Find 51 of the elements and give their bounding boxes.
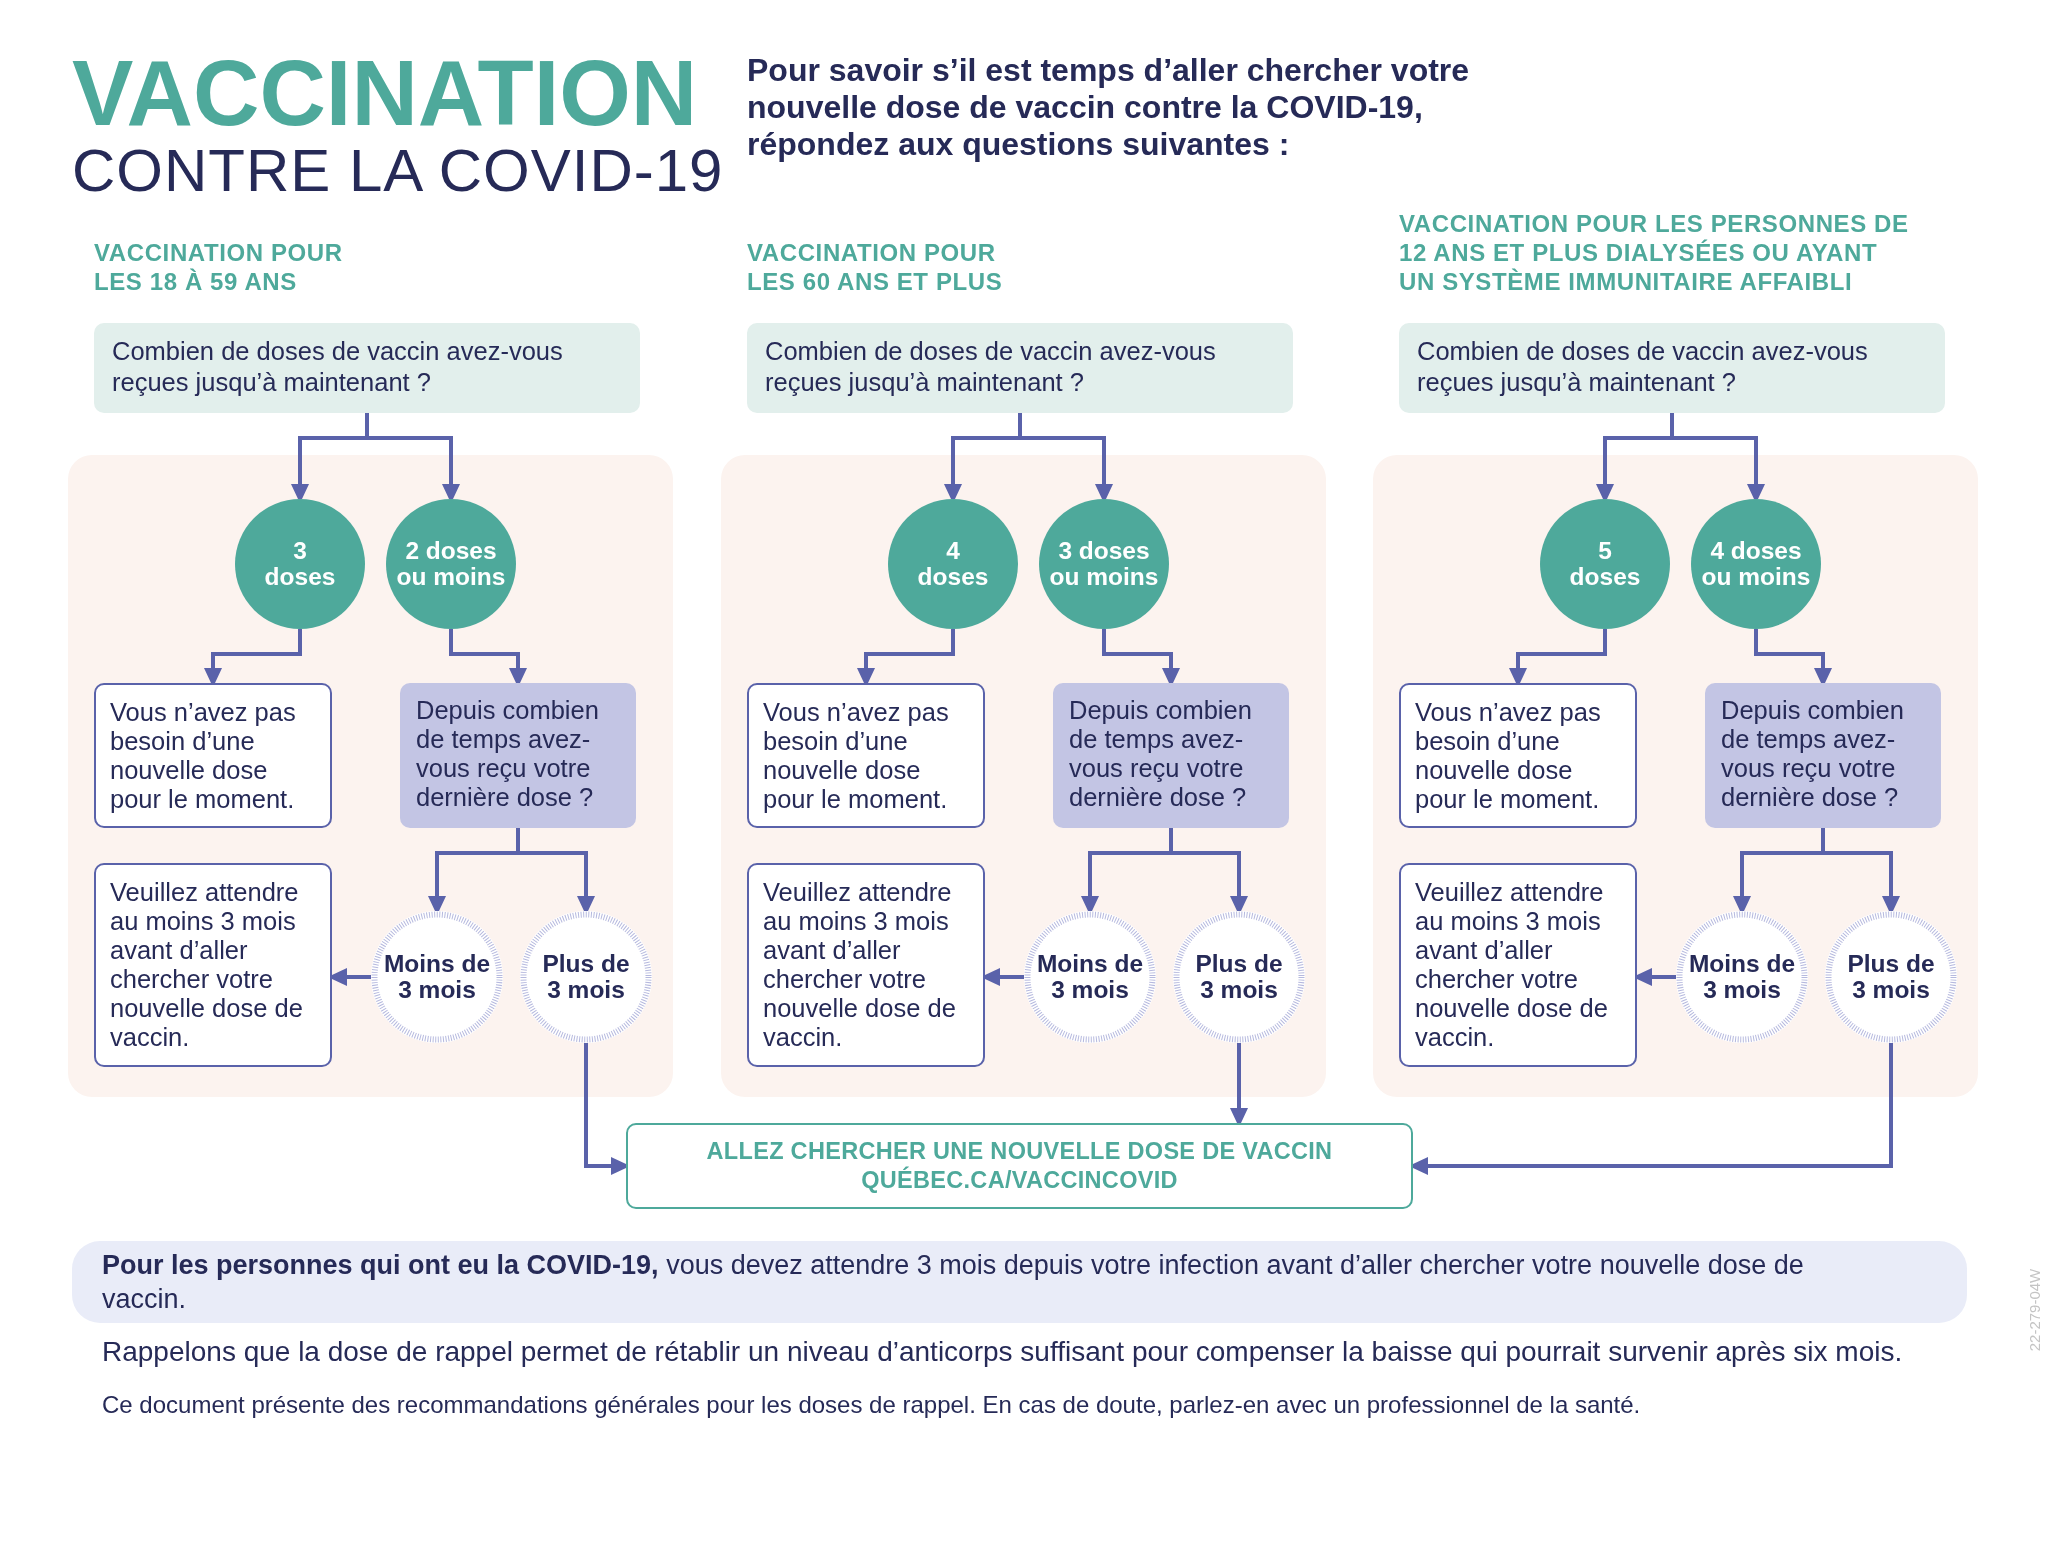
option-label: Plus de 3 mois: [1846, 951, 1936, 1003]
message-box: [747, 863, 985, 1067]
document-code: 22-279-04W: [2025, 1267, 2044, 1354]
intro-text: Pour savoir s’il est temps d’aller chercher votre nouvelle dose de vaccin contre la COVID-19, répondez aux questions suivantes :: [747, 52, 1471, 163]
message-text: Veuillez attendre au moins 3 mois avant d’aller chercher votre nouvelle dose de vaccin.: [763, 878, 957, 1052]
option-label: Plus de 3 mois: [541, 951, 631, 1003]
section-heading: VACCINATION POUR LES 18 À 59 ANS: [94, 238, 344, 296]
dose-count: 5 doses: [1568, 538, 1642, 590]
dose-count: 4 doses: [916, 538, 990, 590]
message-text: Vous n’avez pas besoin d’une nouvelle dose pour le moment.: [110, 698, 297, 814]
panel: [68, 455, 673, 1097]
message-box: [747, 683, 985, 828]
disclaimer-text: Ce document présente des recommandations générales pour les doses de rappel. En cas de doute, parlez-en avec un professionnel de la santé.: [102, 1391, 1642, 1419]
message-text: Veuillez attendre au moins 3 mois avant d’aller chercher votre nouvelle dose de vaccin.: [1415, 878, 1609, 1052]
question-box: [400, 683, 636, 828]
option-label: Moins de 3 mois: [382, 951, 492, 1003]
dose-count: 2 doses ou moins: [395, 538, 507, 590]
message-box: [1399, 863, 1637, 1067]
question-text: Combien de doses de vaccin avez-vous reçues jusqu’à maintenant ?: [1417, 336, 1869, 398]
note-text: Rappelons que la dose de rappel permet de rétablir un niveau d’anticorps suffisant pour compenser la baisse qui pourrait survenir après six mois.: [102, 1335, 1904, 1369]
question-box: [1053, 683, 1289, 828]
message-text: Veuillez attendre au moins 3 mois avant d’aller chercher votre nouvelle dose de vaccin.: [110, 878, 304, 1052]
option-label: Moins de 3 mois: [1687, 951, 1797, 1003]
question-box: [94, 323, 640, 413]
message-box: [94, 683, 332, 828]
dose-count: 4 doses ou moins: [1700, 538, 1812, 590]
option-label: Plus de 3 mois: [1194, 951, 1284, 1003]
question-text: Depuis combien de temps avez-vous reçu votre dernière dose ?: [1069, 696, 1253, 812]
question-box: [1399, 323, 1945, 413]
question-text: Depuis combien de temps avez-vous reçu votre dernière dose ?: [1721, 696, 1905, 812]
question-text: Combien de doses de vaccin avez-vous reçues jusqu’à maintenant ?: [765, 336, 1217, 398]
section-heading: VACCINATION POUR LES 60 ANS ET PLUS: [747, 238, 1004, 296]
call-to-action-box: [626, 1123, 1413, 1209]
panel: [721, 455, 1326, 1097]
question-box: [747, 323, 1293, 413]
web-address: QUÉBEC.CA/VACCINCOVID: [861, 1166, 1178, 1195]
message-text: Vous n’avez pas besoin d’une nouvelle dose pour le moment.: [763, 698, 950, 814]
dose-count: 3 doses ou moins: [1048, 538, 1160, 590]
question-box: [1705, 683, 1941, 828]
panel: [1373, 455, 1978, 1097]
message-box: [94, 863, 332, 1067]
section-heading: VACCINATION POUR LES PERSONNES DE 12 ANS ET PLUS DIALYSÉES OU AYANT UN SYSTÈME IMMUNITAIRE AFFAIBLI: [1399, 209, 1910, 296]
option-label: Moins de 3 mois: [1035, 951, 1145, 1003]
call-to-action-text: ALLEZ CHERCHER UNE NOUVELLE DOSE DE VACCIN: [706, 1137, 1333, 1166]
message-box: [1399, 683, 1637, 828]
dose-count: 3 doses: [263, 538, 337, 590]
note-text: Pour les personnes qui ont eu la COVID-19, vous devez attendre 3 mois depuis votre infection avant d’aller chercher votre nouvelle dose de vaccin.: [102, 1249, 1805, 1316]
message-text: Vous n’avez pas besoin d’une nouvelle dose pour le moment.: [1415, 698, 1602, 814]
question-text: Depuis combien de temps avez-vous reçu votre dernière dose ?: [416, 696, 600, 812]
question-text: Combien de doses de vaccin avez-vous reçues jusqu’à maintenant ?: [112, 336, 564, 398]
poster-title: VACCINATION CONTRE LA COVID-19: [72, 47, 724, 203]
